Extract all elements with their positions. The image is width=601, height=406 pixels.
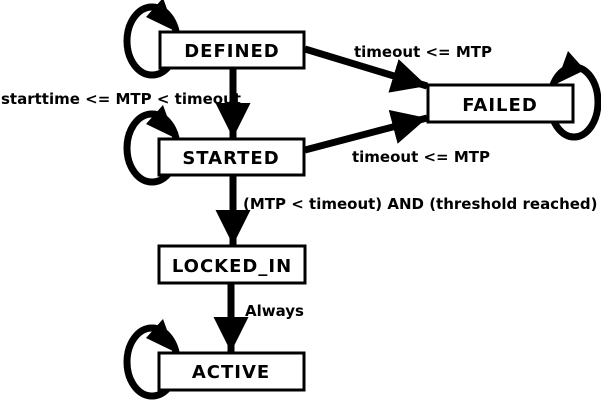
- state-locked-in-label: LOCKED_IN: [172, 256, 292, 277]
- state-failed-box: [426, 83, 575, 124]
- state-failed-label: FAILED: [462, 95, 538, 116]
- state-active-label: ACTIVE: [192, 362, 270, 383]
- self-loop-failed-arrowhead-icon: [556, 51, 585, 84]
- transition-defined-to-started-label: starttime <= MTP < timeout: [1, 90, 241, 108]
- state-active: ACTIVE: [157, 351, 306, 392]
- state-started: STARTED: [157, 137, 306, 177]
- self-loop-active-arrowhead-icon: [146, 319, 175, 352]
- state-defined-label: DEFINED: [184, 41, 280, 62]
- state-failed: FAILED: [426, 83, 575, 124]
- transition-started-to-failed-label: timeout <= MTP: [352, 148, 490, 166]
- state-started-label: STARTED: [182, 148, 279, 169]
- self-loop-defined-arrowhead-icon: [146, 0, 175, 31]
- transition-defined-to-failed-arrow: [303, 45, 429, 93]
- state-defined: DEFINED: [158, 30, 306, 70]
- self-loop-started-arrowhead-icon: [146, 105, 175, 138]
- state-active-box: [157, 351, 306, 392]
- state-locked-in-box: [157, 244, 307, 285]
- state-defined-box: [158, 30, 306, 70]
- state-locked-in: LOCKED_IN: [157, 244, 307, 285]
- transition-started-to-failed-arrow: [304, 109, 428, 154]
- transition-defined-to-failed-label: timeout <= MTP: [354, 43, 492, 61]
- transition-locked-in-to-active-label: Always: [245, 302, 304, 320]
- state-started-box: [157, 137, 306, 177]
- transition-started-to-locked-in-label: (MTP < timeout) AND (threshold reached): [243, 195, 598, 213]
